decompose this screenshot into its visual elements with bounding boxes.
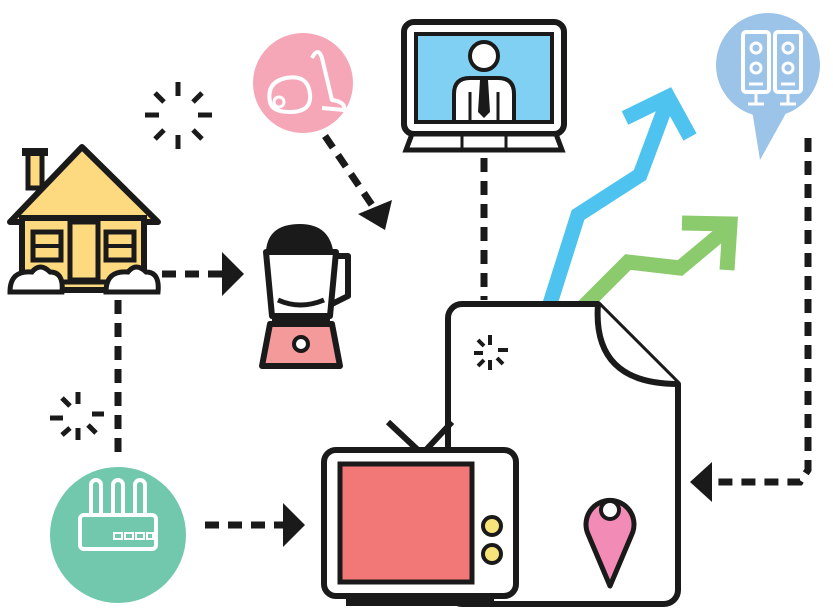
connector-router-to-tv xyxy=(205,503,305,547)
connector-vacuum-to-blender xyxy=(322,134,392,230)
sparkle-icon xyxy=(50,392,104,440)
video-call-monitor-icon xyxy=(401,19,567,153)
location-pin-icon xyxy=(583,497,637,589)
blender-icon xyxy=(259,224,351,369)
arrowhead-right-icon xyxy=(222,252,244,296)
vacuum-cleaner-icon xyxy=(253,33,353,133)
sparkle-icon xyxy=(474,335,508,370)
speakers-icon xyxy=(716,13,820,160)
blue-trend-arrow xyxy=(540,87,697,313)
arrowhead-right-icon xyxy=(283,503,305,547)
arrowhead-down-icon xyxy=(358,200,392,230)
house-icon xyxy=(7,144,161,295)
arrowhead-left-icon xyxy=(690,462,712,502)
connector-house-to-blender xyxy=(162,252,244,296)
sparkle-icon xyxy=(145,82,212,149)
connector-speakers-to-document xyxy=(690,138,812,502)
green-trend-arrow xyxy=(572,215,738,318)
wifi-router-icon xyxy=(50,467,186,603)
retro-tv-icon xyxy=(321,419,519,606)
